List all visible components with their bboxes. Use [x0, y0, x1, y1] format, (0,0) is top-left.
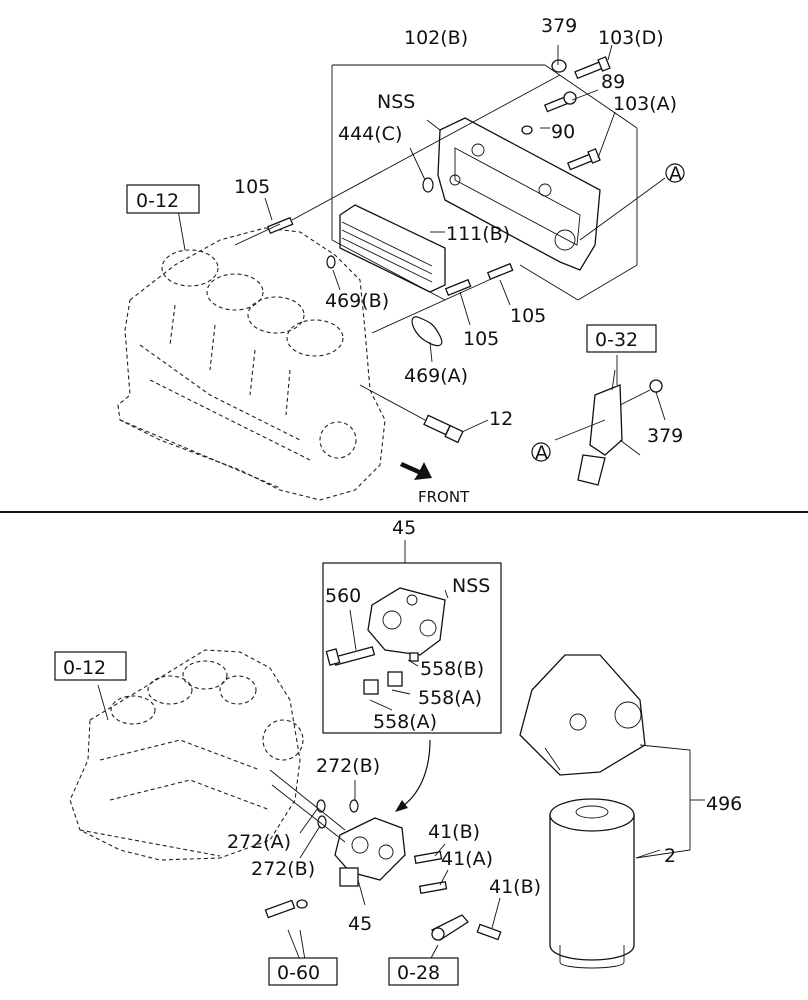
label-105-right: 105 — [510, 305, 546, 327]
label-2: 2 — [664, 845, 676, 867]
stud-105-mid — [444, 278, 472, 297]
label-45-top: 45 — [392, 517, 416, 539]
o-ring-272b-bottom — [317, 815, 327, 829]
pressure-switch-12 — [423, 414, 464, 444]
nut-379 — [551, 59, 567, 73]
label-558a-left: 558(A) — [373, 711, 437, 733]
label-41a: 41(A) — [441, 848, 493, 870]
plug-558a-right — [387, 671, 403, 687]
label-nss-upper: NSS — [377, 91, 415, 113]
label-89: 89 — [601, 71, 625, 93]
label-272b-top: 272(B) — [316, 755, 380, 777]
lower-section: 0-12 0-60 0-28 45 560 NSS 558(B) 558(A) … — [54, 517, 742, 986]
filter-head-45 — [334, 817, 406, 887]
callout-a-top: A — [669, 163, 682, 185]
ref-box-0-32: 0-32 — [595, 329, 638, 351]
oil-filter-cartridge — [549, 798, 635, 969]
bolt-89 — [543, 91, 577, 113]
filter-cover — [519, 654, 646, 776]
label-379-top: 379 — [541, 15, 577, 37]
engine-block-upper — [117, 227, 386, 501]
ref-box-0-60: 0-60 — [277, 962, 320, 984]
label-469b: 469(B) — [325, 290, 389, 312]
label-105-left: 105 — [234, 176, 270, 198]
label-102b: 102(B) — [404, 27, 468, 49]
label-45-bottom: 45 — [348, 913, 372, 935]
plug-558a-left — [363, 679, 379, 695]
bolt-560 — [325, 646, 376, 666]
washer-90 — [521, 125, 533, 135]
o-ring-469b — [326, 255, 336, 269]
bolt-41a — [418, 881, 448, 894]
callout-a-bottom: A — [535, 442, 548, 464]
ref-box-0-28: 0-28 — [397, 962, 440, 984]
o-ring-272a — [316, 799, 326, 813]
upper-section: A A 0-12 0-32 379 102(B) 103(D) 89 NSS 1… — [117, 15, 685, 506]
plug-558b — [409, 652, 419, 662]
label-103a: 103(A) — [613, 93, 677, 115]
nut-379-lower — [649, 379, 663, 393]
label-41b-upper: 41(B) — [428, 821, 480, 843]
o-ring-444c — [422, 177, 434, 193]
label-379-lower: 379 — [647, 425, 683, 447]
stud-105-right — [486, 262, 514, 281]
label-12: 12 — [489, 408, 513, 430]
oil-cooler-housing — [437, 117, 601, 271]
label-272b-bottom: 272(B) — [251, 858, 315, 880]
label-560: 560 — [325, 585, 361, 607]
cooler-element — [339, 204, 446, 293]
label-272a: 272(A) — [227, 831, 291, 853]
label-558a-right: 558(A) — [418, 687, 482, 709]
filter-head-inset — [367, 587, 446, 656]
front-arrow-icon — [400, 462, 432, 480]
label-496: 496 — [706, 793, 742, 815]
o-ring-272b-top — [349, 799, 359, 813]
bolt-41b-upper — [413, 851, 443, 864]
bolt-103a — [566, 148, 601, 171]
label-111b: 111(B) — [446, 223, 510, 245]
ref-box-0-12-upper: 0-12 — [136, 190, 179, 212]
label-444c: 444(C) — [338, 123, 402, 145]
water-pipe-part — [577, 369, 641, 486]
gasket-469a — [411, 316, 443, 347]
label-469a: 469(A) — [404, 365, 468, 387]
front-label: FRONT — [418, 488, 470, 506]
label-558b: 558(B) — [420, 658, 484, 680]
label-105-mid: 105 — [463, 328, 499, 350]
ref-box-0-12-lower: 0-12 — [63, 657, 106, 679]
bolt-41b-lower — [476, 923, 502, 941]
sensor-part — [264, 899, 308, 919]
stud-105-left — [266, 216, 294, 235]
label-103d: 103(D) — [598, 27, 664, 49]
label-90: 90 — [551, 121, 575, 143]
bolt-103d — [574, 56, 611, 80]
label-nss-lower: NSS — [452, 575, 490, 597]
label-41b-lower: 41(B) — [489, 876, 541, 898]
engine-block-lower — [69, 649, 304, 861]
bracket-part — [430, 914, 469, 941]
